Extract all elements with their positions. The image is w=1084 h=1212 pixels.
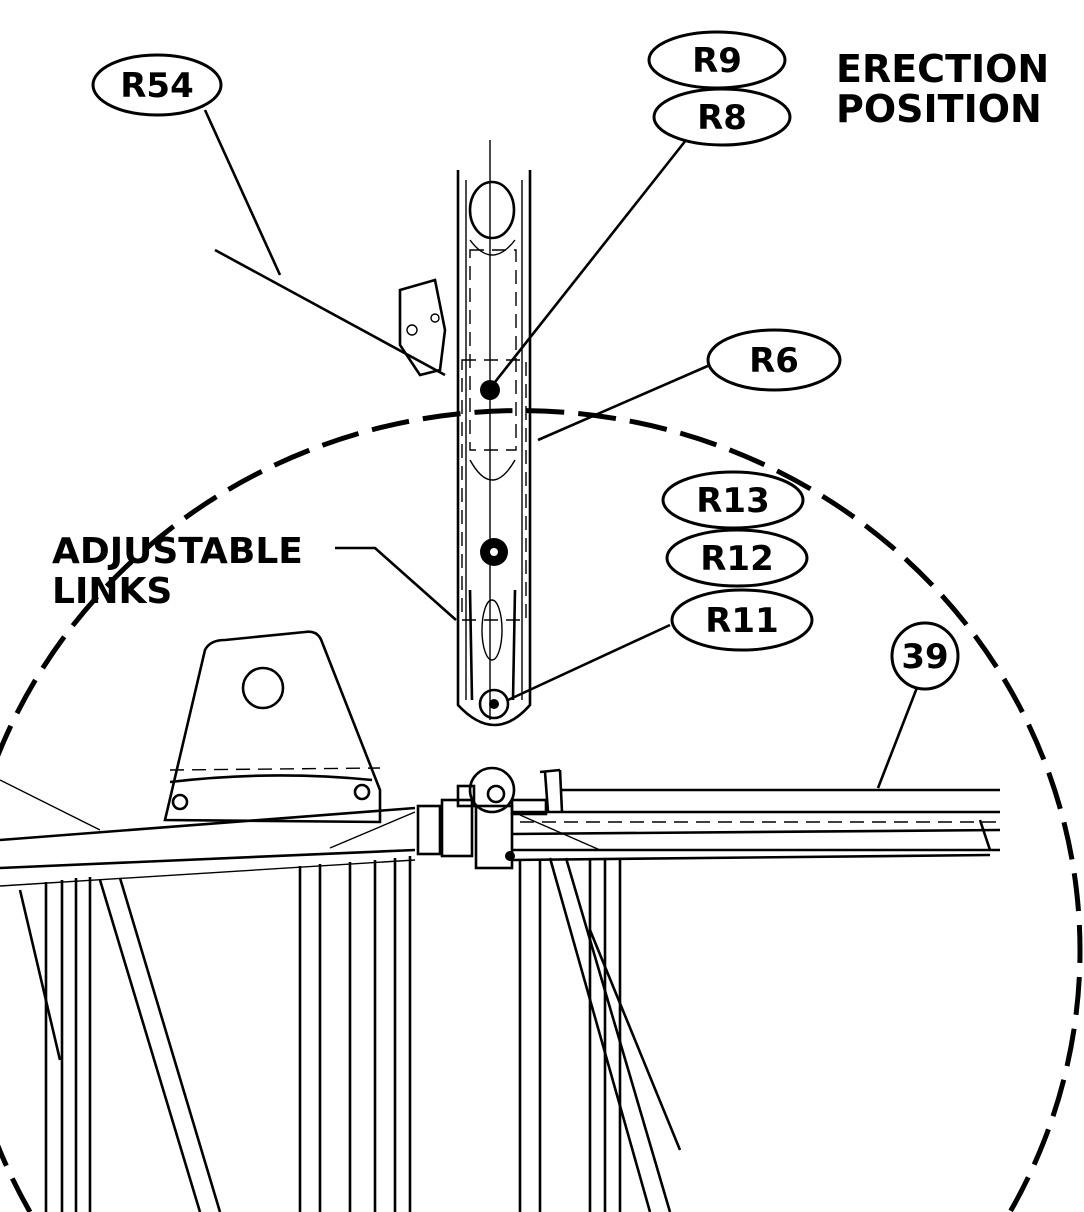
- callout-r11-text: R11: [705, 601, 779, 641]
- view-title-line2: POSITION: [836, 87, 1042, 131]
- left-gusset-plate: [163, 630, 382, 824]
- leader-r54: [203, 109, 282, 276]
- leader-adjustable-links: [335, 546, 457, 621]
- leader-lines: [203, 109, 920, 789]
- adjustable-link: [398, 140, 532, 727]
- view-title: ERECTION POSITION: [836, 47, 1049, 131]
- callout-r13: R13: [661, 470, 805, 530]
- callout-r6: R6: [706, 328, 842, 392]
- center-connection: [416, 766, 561, 870]
- adjustable-links-note-line1: ADJUSTABLE: [52, 531, 303, 572]
- adjustable-links-note: ADJUSTABLE LINKS: [52, 531, 303, 612]
- callout-r8-text: R8: [697, 98, 747, 138]
- callout-r54: R54: [91, 53, 223, 117]
- callout-r11: R11: [670, 588, 814, 652]
- leader-r8: [493, 134, 692, 383]
- item-balloon-39-text: 39: [901, 637, 948, 677]
- callout-r54-text: R54: [120, 66, 194, 106]
- right-truss: [511, 769, 1001, 1212]
- callout-r13-text: R13: [696, 481, 770, 521]
- leader-r6: [537, 363, 711, 442]
- view-title-line1: ERECTION: [836, 47, 1049, 91]
- callout-r9-text: R9: [692, 41, 742, 81]
- item-balloon-39: 39: [890, 621, 960, 691]
- callout-r12-text: R12: [700, 539, 774, 579]
- callout-r8: R8: [652, 87, 792, 147]
- adjustable-links-note-line2: LINKS: [52, 571, 172, 612]
- callout-r6-text: R6: [749, 341, 799, 381]
- callout-r9: R9: [647, 30, 787, 90]
- leader-39: [876, 684, 920, 789]
- left-truss: [0, 779, 416, 1212]
- callout-r12: R12: [665, 528, 809, 588]
- leader-r11: [507, 623, 671, 702]
